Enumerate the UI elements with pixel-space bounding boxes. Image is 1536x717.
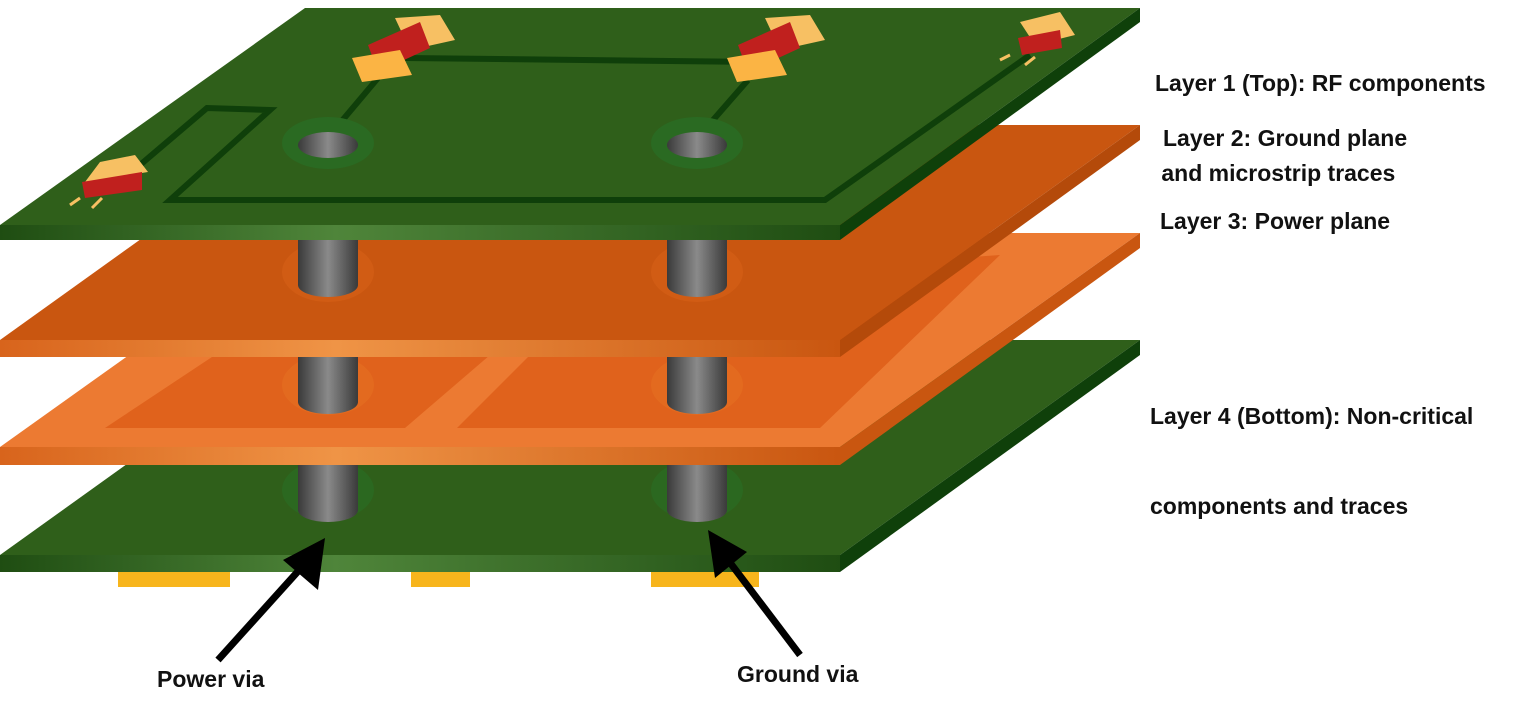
layer-4-label-line2: components and traces <box>1150 493 1409 519</box>
ground-via-label: Ground via <box>737 661 859 687</box>
layer-1-label: Layer 1 (Top): RF components and microst… <box>1155 8 1486 218</box>
ground-via-hole <box>667 132 727 158</box>
rf-component <box>727 15 825 82</box>
layer-1-label-line2: and microstrip traces <box>1155 160 1396 186</box>
ground-via-arrow <box>708 530 803 658</box>
layer-1-top <box>0 8 1140 240</box>
layer-4-label-line1: Layer 4 (Bottom): Non-critical <box>1150 403 1474 429</box>
ground-via-segment <box>667 240 727 297</box>
layer-2-label: Layer 2: Ground plane <box>1163 125 1408 151</box>
rf-component <box>69 155 148 210</box>
layer-4-label: Layer 4 (Bottom): Non-critical component… <box>1150 341 1473 551</box>
pad <box>118 572 230 587</box>
power-via-segment <box>298 465 358 522</box>
power-via-segment <box>298 240 358 297</box>
power-via-segment <box>298 357 358 414</box>
ground-via-segment <box>667 465 727 522</box>
arrow-head-icon <box>283 538 325 590</box>
power-via-label: Power via <box>157 666 265 692</box>
pad <box>651 572 759 587</box>
layer-1-label-line1: Layer 1 (Top): RF components <box>1155 70 1486 96</box>
power-via-arrow <box>215 538 325 663</box>
ground-via-segment <box>667 357 727 414</box>
pad <box>411 572 470 587</box>
rf-component <box>352 15 455 82</box>
rf-component <box>999 12 1075 67</box>
power-via-hole <box>298 132 358 158</box>
layer-3-label: Layer 3: Power plane <box>1160 208 1391 234</box>
arrow-head-icon <box>708 530 747 578</box>
bottom-pads <box>118 572 759 587</box>
